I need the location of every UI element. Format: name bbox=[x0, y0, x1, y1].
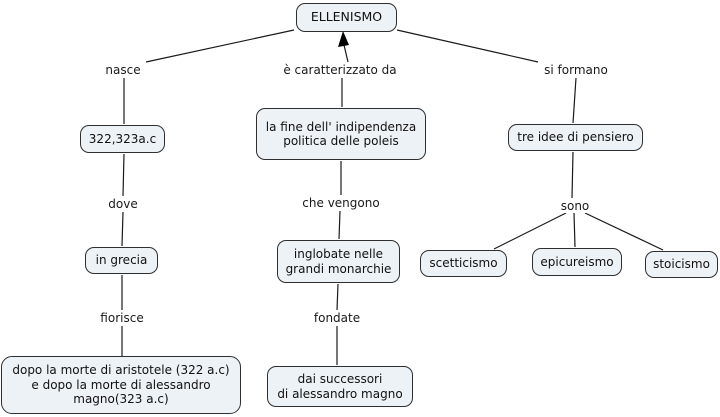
node-epicureismo[interactable]: epicureismo bbox=[532, 248, 622, 276]
edge-arrow-caratterizzato-root bbox=[343, 44, 349, 63]
node-fine-indipendenza-poleis[interactable]: la fine dell' indipendenza politica dell… bbox=[256, 108, 426, 160]
node-stoicismo[interactable]: stoicismo bbox=[645, 251, 718, 278]
edge-formano-pensiero bbox=[572, 77, 577, 124]
edge-monarchie-fondate bbox=[336, 283, 339, 311]
node-ellenismo[interactable]: ELLENISMO bbox=[296, 3, 397, 32]
link-label-che-vengono[interactable]: che vengono bbox=[300, 196, 382, 210]
node-date-322-323[interactable]: 322,323a.c bbox=[80, 125, 165, 153]
edge-vengono-monarchie bbox=[338, 210, 341, 240]
link-label-si-formano[interactable]: si formano bbox=[542, 63, 610, 77]
node-scetticismo[interactable]: scetticismo bbox=[420, 250, 507, 277]
node-tre-idee-pensiero[interactable]: tre idee di pensiero bbox=[508, 124, 643, 151]
link-label-sono[interactable]: sono bbox=[558, 199, 592, 213]
link-label-nasce[interactable]: nasce bbox=[103, 63, 143, 77]
edge-sono-epicureismo bbox=[573, 212, 576, 248]
edge-date-dove bbox=[122, 153, 125, 197]
node-inglobate-monarchie[interactable]: inglobate nelle grandi monarchie bbox=[277, 240, 400, 283]
edge-root-nasce bbox=[145, 29, 295, 63]
link-label-dove[interactable]: dove bbox=[106, 197, 140, 211]
arrowhead-icon bbox=[338, 31, 349, 47]
node-morte-aristotele-alessandro[interactable]: dopo la morte di aristotele (322 a.c) e … bbox=[1, 356, 241, 414]
edge-sono-stoicismo bbox=[584, 212, 664, 251]
link-label-fiorisce[interactable]: fiorisce bbox=[98, 311, 146, 325]
link-label-fondate[interactable]: fondate bbox=[311, 311, 363, 325]
node-in-grecia[interactable]: in grecia bbox=[85, 247, 158, 274]
node-successori-alessandro[interactable]: dai successori di alessandro magno bbox=[267, 366, 413, 407]
edge-sono-scetticismo bbox=[493, 212, 567, 250]
link-label-caratterizzato-da[interactable]: è caratterizzato da bbox=[281, 63, 399, 77]
edge-root-siformano bbox=[396, 29, 539, 63]
edge-pensiero-sono bbox=[571, 151, 574, 199]
edge-dove-grecia bbox=[121, 211, 124, 247]
